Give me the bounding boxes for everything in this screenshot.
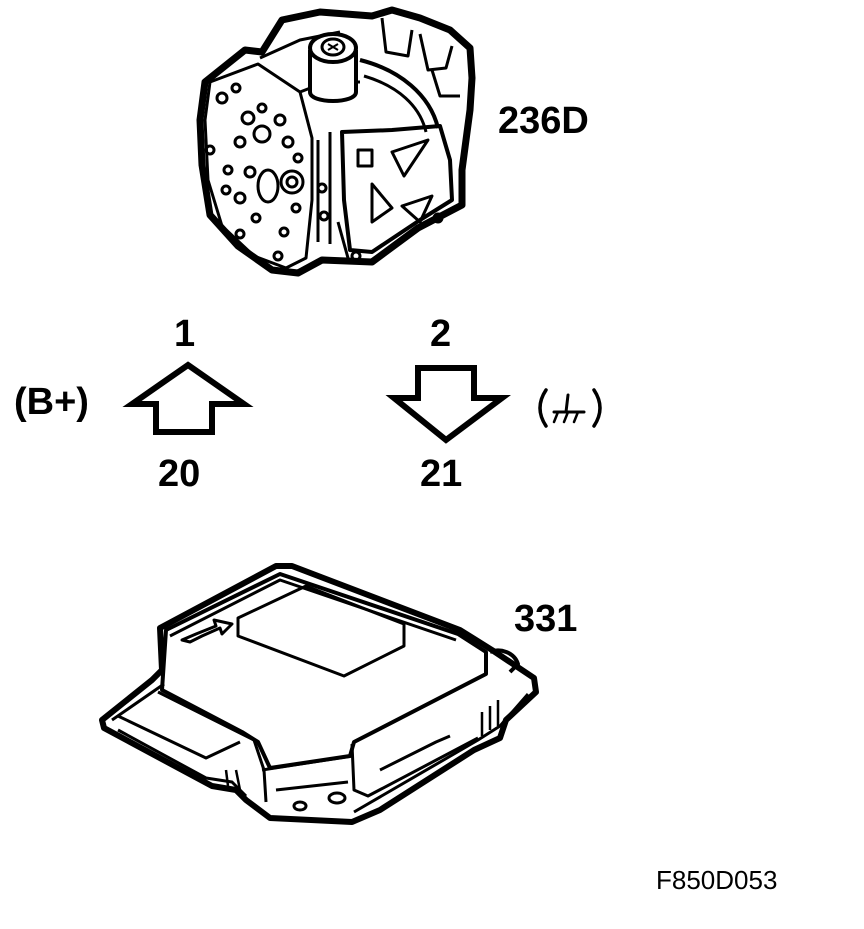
- control-unit-label: 331: [514, 598, 578, 640]
- up-arrow: [122, 361, 254, 435]
- sensor-module-drawing: [196, 6, 476, 277]
- control-unit-drawing: [99, 563, 539, 825]
- signal-label-b-plus: (B+): [14, 381, 89, 423]
- down-arrow: [385, 365, 511, 444]
- pin-label-bottom-20: 20: [158, 453, 201, 495]
- ground-symbol: [538, 388, 602, 428]
- pin-label-top-2: 2: [430, 313, 452, 355]
- pin-label-bottom-21: 21: [420, 453, 463, 495]
- pin-label-top-1: 1: [174, 313, 196, 355]
- figure-code: F850D053: [656, 865, 778, 895]
- sensor-label: 236D: [498, 100, 589, 142]
